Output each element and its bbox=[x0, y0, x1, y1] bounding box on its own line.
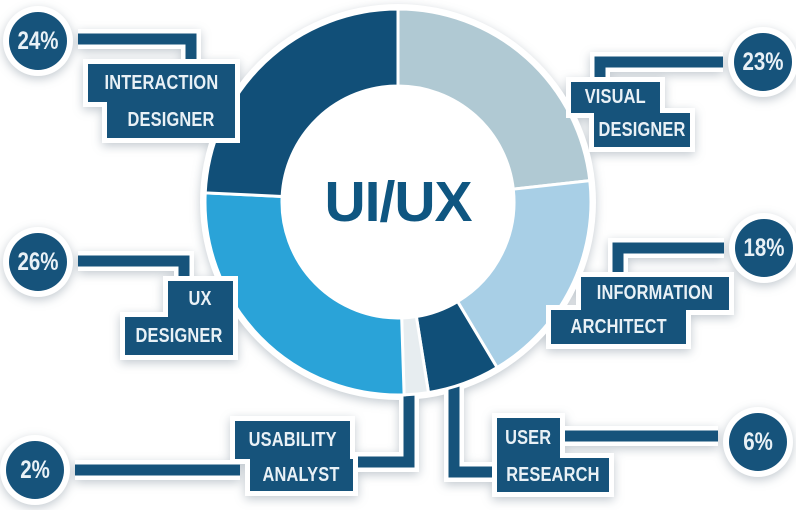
pct-badge-user-research: 6% bbox=[729, 413, 787, 471]
pct-circle bbox=[735, 219, 793, 277]
pct-text: 6% bbox=[743, 427, 773, 456]
label-box bbox=[107, 102, 235, 138]
pct-badge-interaction-designer: 24% bbox=[9, 12, 67, 70]
label-text: INTERACTION bbox=[104, 71, 219, 94]
label-ux-designer-line2: DESIGNER bbox=[125, 317, 233, 355]
pct-circle bbox=[734, 33, 792, 91]
label-usability-analyst-line2: ANALYST bbox=[250, 459, 353, 491]
label-box bbox=[581, 277, 729, 310]
label-interaction-designer-line1: INTERACTION bbox=[88, 64, 235, 102]
label-text: INFORMATION bbox=[596, 282, 714, 304]
label-box bbox=[250, 459, 353, 491]
label-text: USABILITY bbox=[248, 428, 337, 451]
label-box bbox=[168, 281, 233, 317]
label-ux-designer-line1: UX bbox=[168, 281, 233, 317]
label-box bbox=[235, 421, 350, 459]
label-text: USER bbox=[505, 426, 552, 449]
label-text: UX bbox=[188, 287, 213, 310]
slice-information-architect bbox=[455, 178, 593, 370]
label-box bbox=[497, 418, 560, 458]
label-text: ANALYST bbox=[262, 463, 341, 486]
donut-center-title: UI/UX bbox=[324, 170, 472, 234]
donut-hole bbox=[283, 87, 513, 317]
label-box bbox=[125, 317, 233, 355]
callout-connector bbox=[348, 382, 415, 468]
label-box bbox=[551, 310, 686, 344]
label-box bbox=[88, 64, 235, 102]
pct-circle bbox=[6, 441, 64, 499]
pct-badge-ux-designer: 26% bbox=[9, 233, 67, 291]
label-text: RESEARCH bbox=[506, 463, 600, 486]
pct-text: 24% bbox=[17, 26, 59, 55]
pct-badge-information-architect: 18% bbox=[735, 219, 793, 277]
label-box bbox=[571, 82, 660, 113]
slice-visual-designer bbox=[396, 7, 592, 191]
label-visual-designer-line1: VISUAL bbox=[571, 82, 660, 113]
label-visual-designer-line2: DESIGNER bbox=[594, 113, 690, 147]
callout-connector bbox=[448, 384, 500, 478]
label-text: DESIGNER bbox=[135, 324, 223, 347]
pct-circle bbox=[9, 12, 67, 70]
slice-ux-designer bbox=[203, 191, 406, 397]
pct-text: 26% bbox=[17, 247, 59, 276]
label-box bbox=[497, 458, 609, 492]
label-box bbox=[594, 113, 690, 147]
pct-text: 18% bbox=[743, 233, 785, 262]
pct-text: 2% bbox=[20, 455, 50, 484]
label-usability-analyst-line1: USABILITY bbox=[235, 421, 350, 459]
label-user-research-line1: USER bbox=[497, 418, 560, 458]
label-information-architect-line1: INFORMATION bbox=[581, 277, 729, 310]
label-text: DESIGNER bbox=[598, 118, 686, 141]
pct-badge-usability-analyst: 2% bbox=[6, 441, 64, 499]
label-text: VISUAL bbox=[584, 86, 647, 108]
pct-text: 23% bbox=[742, 47, 784, 76]
label-information-architect-line2: ARCHITECT bbox=[551, 310, 686, 344]
pct-circle bbox=[729, 413, 787, 471]
label-text: ARCHITECT bbox=[570, 315, 667, 338]
label-user-research-line2: RESEARCH bbox=[497, 458, 609, 492]
label-text: DESIGNER bbox=[127, 108, 215, 131]
label-interaction-designer-line2: DESIGNER bbox=[107, 102, 235, 138]
pct-circle bbox=[9, 233, 67, 291]
pct-badge-visual-designer: 23% bbox=[734, 33, 792, 91]
